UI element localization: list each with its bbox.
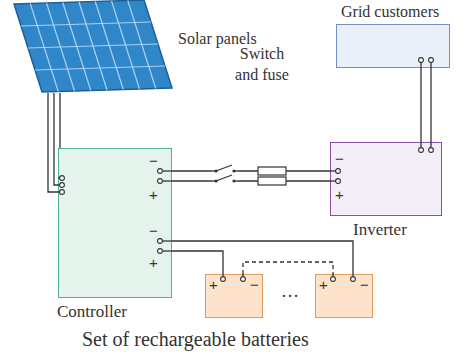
solar-panel: Solar panels bbox=[12, 0, 174, 93]
terminal-point bbox=[336, 179, 341, 184]
wire bbox=[48, 93, 58, 192]
panel-grid bbox=[21, 1, 165, 92]
component-label: Inverter bbox=[353, 221, 407, 240]
wire bbox=[430, 68, 431, 142]
terminal-sign: − bbox=[149, 153, 158, 170]
terminal-sign: − bbox=[149, 223, 158, 240]
terminal-point bbox=[158, 169, 163, 174]
grid-customers-box: Grid customers bbox=[336, 24, 450, 68]
fuse-symbol bbox=[258, 167, 286, 175]
wire bbox=[172, 251, 223, 274]
terminal-sign: − bbox=[335, 151, 344, 168]
terminal-sign: − bbox=[250, 277, 259, 294]
terminal-sign: + bbox=[149, 255, 158, 272]
edge-label: Switch and fuse bbox=[229, 44, 295, 86]
terminal-point bbox=[351, 277, 356, 282]
wire bbox=[243, 262, 333, 274]
component-label: Grid customers bbox=[341, 3, 439, 21]
terminal-point bbox=[158, 239, 163, 244]
terminal-symbols bbox=[330, 142, 442, 216]
terminal-sign: + bbox=[209, 277, 218, 294]
solar-panel-illustration bbox=[14, 0, 172, 92]
terminal-sign: + bbox=[335, 187, 344, 204]
wire bbox=[420, 68, 421, 142]
panel-frame bbox=[14, 0, 172, 92]
wire-connector bbox=[172, 241, 353, 274]
wire-connector bbox=[172, 251, 223, 274]
component-label: Controller bbox=[57, 303, 127, 322]
controller-box: −+−+Controller bbox=[58, 148, 172, 298]
wire-connector bbox=[421, 68, 431, 142]
terminal-point bbox=[429, 58, 434, 63]
terminal-point bbox=[336, 169, 341, 174]
wire-gap bbox=[212, 165, 238, 175]
terminal-point bbox=[221, 277, 226, 282]
switch-blade bbox=[216, 175, 232, 181]
switch-contact bbox=[232, 179, 235, 182]
terminal-point bbox=[419, 58, 424, 63]
continuation-dots: … bbox=[281, 282, 299, 302]
terminal-point bbox=[60, 176, 65, 181]
wire-connector bbox=[243, 262, 333, 274]
wire-connector bbox=[172, 171, 330, 181]
terminal-point bbox=[331, 277, 336, 282]
terminal-point bbox=[60, 190, 65, 195]
switch-and-fuse-symbols bbox=[212, 165, 286, 185]
battery-box: +− bbox=[315, 274, 373, 318]
fuse-symbol bbox=[258, 177, 286, 185]
terminal-point bbox=[419, 148, 424, 153]
terminal-point bbox=[429, 148, 434, 153]
wire bbox=[172, 180, 330, 181]
wire-gap bbox=[212, 175, 238, 185]
terminal-sign: − bbox=[360, 277, 369, 294]
group-caption: Set of rechargeable batteries bbox=[82, 328, 309, 350]
switch-contact bbox=[214, 169, 217, 172]
terminal-point bbox=[158, 179, 163, 184]
terminal-symbols bbox=[336, 24, 450, 68]
wire bbox=[172, 241, 353, 274]
battery-box: +− bbox=[205, 274, 263, 318]
switch-contact bbox=[232, 169, 235, 172]
terminal-sign: + bbox=[149, 187, 158, 204]
terminal-point bbox=[241, 277, 246, 282]
terminal-point bbox=[60, 183, 65, 188]
switch-contact bbox=[214, 179, 217, 182]
terminal-sign: + bbox=[319, 277, 328, 294]
terminal-point bbox=[158, 249, 163, 254]
switch-blade bbox=[216, 165, 232, 171]
inverter-box: −+Inverter bbox=[330, 142, 442, 216]
wire bbox=[172, 170, 330, 171]
component-label: Solar panels bbox=[178, 30, 257, 48]
